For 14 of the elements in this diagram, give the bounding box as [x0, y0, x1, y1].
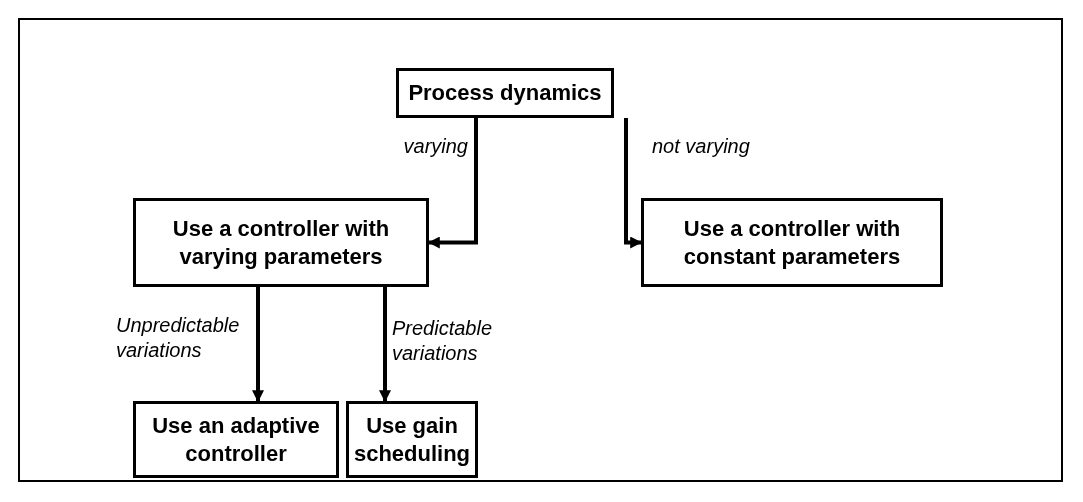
arrow	[379, 287, 391, 403]
box-text: Use a controller with constant parameters	[682, 215, 902, 270]
process-box	[396, 68, 614, 118]
process-box	[133, 401, 339, 478]
process-box	[133, 198, 429, 287]
box-text: Use a controller with varying parameters	[171, 215, 391, 270]
process-box	[641, 198, 943, 287]
box-text: Use gain scheduling	[352, 412, 472, 467]
arrow	[624, 118, 643, 249]
process-box	[346, 401, 478, 478]
box-text: Process dynamics	[408, 79, 602, 107]
arrow	[252, 287, 264, 403]
arrow	[427, 118, 478, 249]
box-text: Use an adaptive controller	[151, 412, 321, 467]
